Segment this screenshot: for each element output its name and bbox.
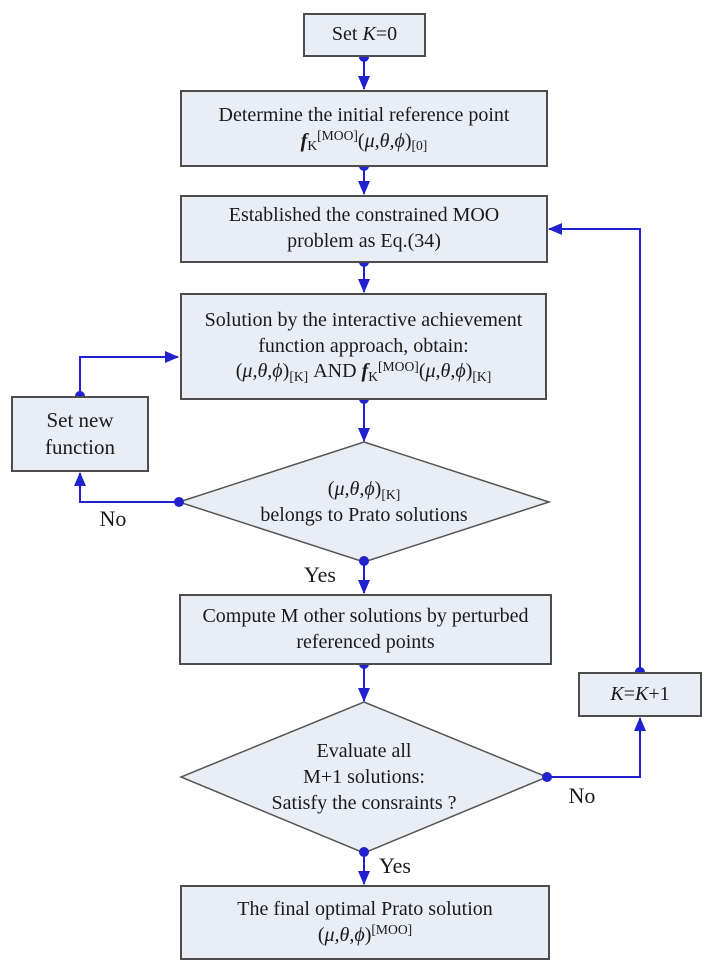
edge-start-to-init	[358, 52, 370, 90]
edge-evaluate-yes-to-final	[358, 847, 370, 885]
final-solution-node: The final optimal Prato solution(μ,θ,ϕ)[…	[180, 885, 550, 960]
edge-pareto-no-to-setnew	[74, 472, 184, 507]
edge-pareto-yes-to-compute	[358, 556, 370, 594]
edge-setnew-to-solution	[75, 351, 179, 401]
edge-solution-to-pareto-check	[358, 394, 370, 442]
k-increment-node: K=K+1	[578, 672, 702, 717]
label-yes-pareto: Yes	[303, 562, 336, 587]
label-no-evaluate: No	[568, 783, 596, 808]
edge-compute-to-evaluate	[358, 659, 370, 702]
start-node: Set K=0	[303, 13, 426, 57]
edge-evaluate-no-to-kbox	[542, 717, 646, 782]
label-no-pareto: No	[99, 506, 127, 531]
pareto-check-diamond	[176, 441, 552, 563]
label-yes-evaluate: Yes	[378, 853, 411, 878]
evaluate-check-diamond	[179, 701, 549, 854]
edge-kbox-to-establish	[548, 223, 645, 677]
